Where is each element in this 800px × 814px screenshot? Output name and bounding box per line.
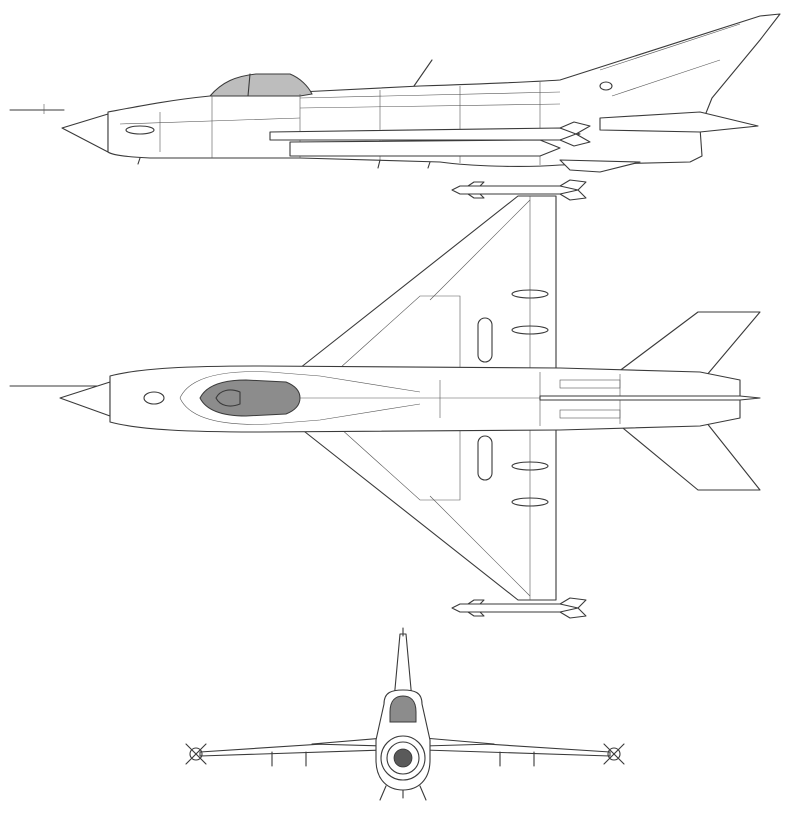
delta-wing xyxy=(299,195,557,369)
air-intake xyxy=(380,735,426,781)
wingtip-missile-left xyxy=(189,747,203,761)
side-view xyxy=(9,13,781,173)
top-view xyxy=(9,195,761,601)
canopy xyxy=(208,73,313,97)
wing-missile-top xyxy=(451,179,587,201)
wingtip-missile-right xyxy=(607,747,621,761)
canopy-front xyxy=(389,695,417,723)
horizontal-tail-side xyxy=(599,111,759,133)
nose-cone xyxy=(61,113,109,153)
front-view xyxy=(185,627,625,801)
wing-missile-bottom xyxy=(451,597,587,619)
horizontal-tail-top xyxy=(617,311,761,377)
cockpit-top xyxy=(199,379,301,417)
ventral-tank xyxy=(289,139,561,157)
antenna xyxy=(413,59,433,87)
nose-cone-top xyxy=(59,381,111,417)
intake-cone xyxy=(393,748,413,768)
